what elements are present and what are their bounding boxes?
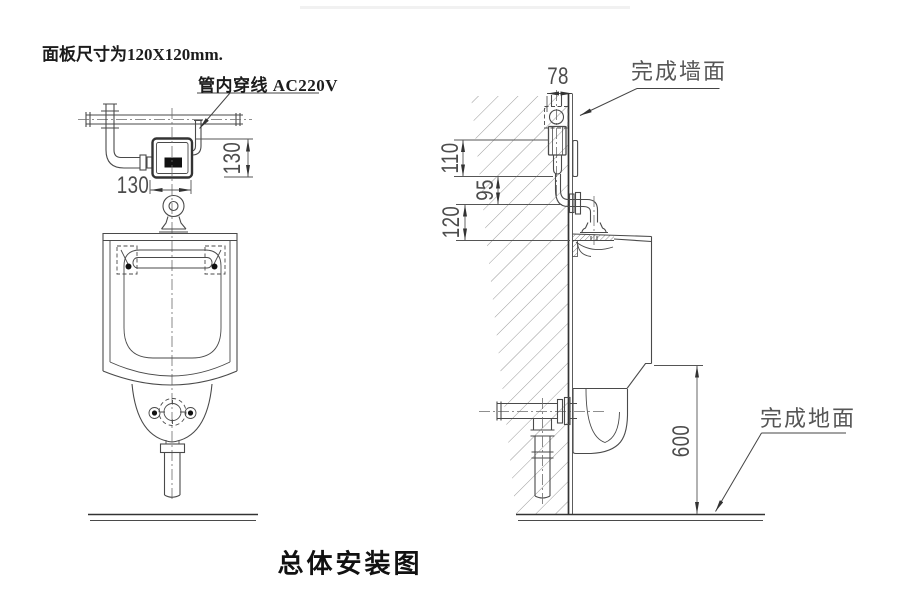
- floor-line-front: [88, 513, 258, 521]
- supply-pipe: [78, 103, 252, 171]
- drawing-title: 总体安装图: [277, 548, 423, 579]
- finished-wall-label: 完成墙面: [630, 59, 728, 84]
- wall-hatch: [471, 96, 569, 515]
- dim-130-horizontal: 130: [116, 172, 150, 199]
- dim-600: 600: [668, 424, 695, 458]
- urinal-side: [572, 233, 653, 455]
- side-dimensions: [454, 91, 703, 514]
- dim-120: 120: [438, 205, 465, 239]
- concealed-valve: [544, 90, 608, 248]
- urinal-front: [102, 232, 238, 443]
- drain-assembly-front: [148, 398, 197, 498]
- panel-size-note: 面板尺寸为120X120mm.: [42, 45, 223, 64]
- dim-130-vertical: 130: [219, 141, 246, 175]
- dim-110: 110: [437, 142, 464, 174]
- inlet-flange: [159, 194, 188, 233]
- finished-floor-label: 完成地面: [759, 406, 857, 431]
- wall-leader: [579, 88, 720, 116]
- front-view: [78, 92, 319, 521]
- panel-edge: [572, 139, 579, 178]
- spreader-bar: [132, 257, 213, 269]
- wiring-leader: [197, 92, 319, 129]
- drain-piping-side: [479, 396, 604, 505]
- dim-78: 78: [547, 63, 569, 90]
- floor-line-side: [516, 513, 765, 521]
- wall-face-line: [567, 94, 573, 515]
- front-dimensions: [149, 138, 253, 194]
- mounting-brackets: [116, 245, 226, 275]
- side-view: [454, 88, 846, 521]
- dim-95: 95: [472, 179, 499, 201]
- wiring-callout-label: 管内穿线 AC220V: [198, 76, 339, 95]
- scan-streak: [300, 6, 630, 9]
- floor-leader: [715, 432, 846, 512]
- sensor-window: [164, 157, 182, 168]
